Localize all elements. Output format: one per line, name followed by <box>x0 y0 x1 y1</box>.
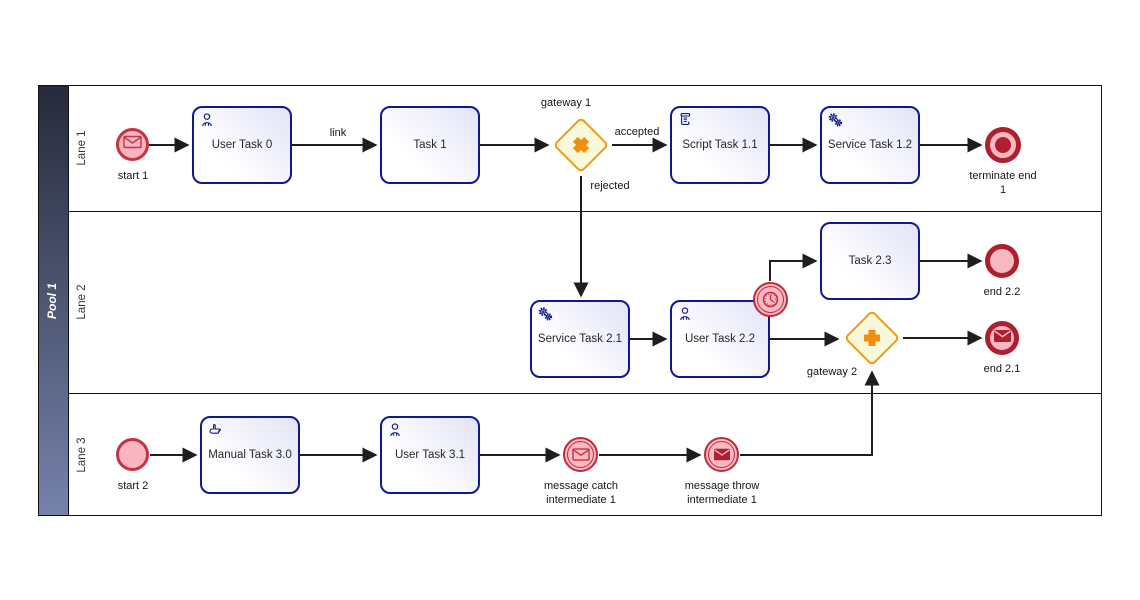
gears-icon <box>537 306 554 325</box>
label-gateway-1: gateway 1 <box>540 97 592 109</box>
task-manual-task-3-0[interactable]: Manual Task 3.0 <box>200 416 300 494</box>
plus-icon <box>854 320 890 356</box>
task-label: Task 1 <box>413 139 447 151</box>
parallel-gateway-2[interactable] <box>843 309 901 367</box>
label-gateway-2: gateway 2 <box>806 366 858 378</box>
task-user-task-3-1[interactable]: User Task 3.1 <box>380 416 480 494</box>
lane-1[interactable] <box>69 86 1101 212</box>
end-event-2-2[interactable] <box>985 244 1019 278</box>
task-service-task-1-2[interactable]: Service Task 1.2 <box>820 106 920 184</box>
message-throw-intermediate-event-1[interactable] <box>704 437 739 472</box>
hand-icon <box>207 422 223 439</box>
task-label: User Task 2.2 <box>684 333 756 345</box>
lane-2[interactable] <box>69 212 1101 394</box>
task-user-task-0[interactable]: User Task 0 <box>192 106 292 184</box>
user-icon <box>677 306 693 324</box>
message-end-event-2-1[interactable] <box>985 321 1019 355</box>
label-link: link <box>329 127 347 139</box>
clock-icon <box>757 286 784 313</box>
task-label: Script Task 1.1 <box>682 139 758 151</box>
scroll-icon <box>677 112 693 129</box>
label-end-2-2: end 2.2 <box>983 286 1021 298</box>
envelope-icon <box>123 135 142 154</box>
pool-header[interactable] <box>39 86 69 515</box>
start-event-1[interactable] <box>116 128 149 161</box>
gears-icon <box>827 112 844 131</box>
user-icon <box>199 112 215 130</box>
label-end-2-1: end 2.1 <box>983 363 1021 375</box>
task-label: User Task 3.1 <box>394 449 466 461</box>
label-rejected: rejected <box>590 180 630 192</box>
user-icon <box>387 422 403 440</box>
envelope-filled-icon <box>708 441 735 468</box>
terminate-end-event-1[interactable] <box>985 127 1021 163</box>
label-terminate-end-1: terminate end 1 <box>969 170 1037 196</box>
task-user-task-2-2[interactable]: User Task 2.2 <box>670 300 770 378</box>
envelope-icon <box>567 441 594 468</box>
exclusive-gateway-1[interactable] <box>552 116 610 174</box>
task-label: Task 2.3 <box>848 255 892 267</box>
task-label: User Task 0 <box>211 139 273 151</box>
edge-messagethrow-gateway2[interactable] <box>740 370 880 456</box>
task-2-3[interactable]: Task 2.3 <box>820 222 920 300</box>
envelope-filled-icon <box>993 329 1012 348</box>
x-mark-icon <box>556 120 607 171</box>
message-catch-intermediate-event-1[interactable] <box>563 437 598 472</box>
label-message-catch-intermediate-1: message catch intermediate 1 <box>544 480 618 506</box>
start-event-2[interactable] <box>116 438 149 471</box>
label-start-2: start 2 <box>117 480 149 492</box>
label-accepted: accepted <box>614 126 660 138</box>
label-start-1: start 1 <box>117 170 149 182</box>
terminate-dot <box>995 137 1011 153</box>
edge-timer-task23[interactable] <box>769 253 818 281</box>
label-message-throw-intermediate-1: message throw intermediate 1 <box>684 480 760 506</box>
task-label: Service Task 2.1 <box>537 333 623 345</box>
task-label: Manual Task 3.0 <box>208 449 292 461</box>
task-service-task-2-1[interactable]: Service Task 2.1 <box>530 300 630 378</box>
task-label: Service Task 1.2 <box>827 139 913 151</box>
timer-boundary-event[interactable] <box>753 282 788 317</box>
task-script-task-1-1[interactable]: Script Task 1.1 <box>670 106 770 184</box>
task-1[interactable]: Task 1 <box>380 106 480 184</box>
